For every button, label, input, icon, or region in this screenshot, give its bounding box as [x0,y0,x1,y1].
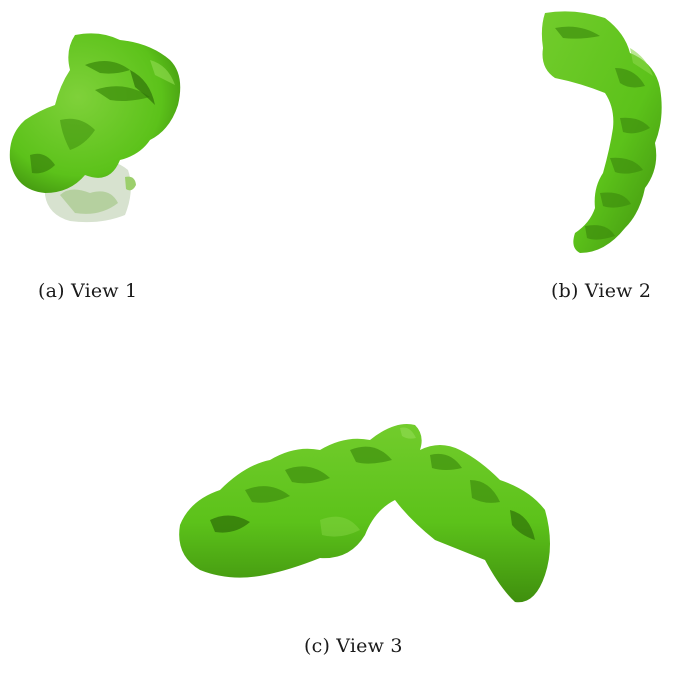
caption-view-3: (c) View 3 [304,635,403,657]
green-protein-surface-render-view-3 [179,424,550,603]
figure-panel-view-3 [170,410,570,615]
figure-panel-view-2 [535,8,676,260]
green-protein-surface-render-view-1 [9,33,181,223]
caption-view-1: (a) View 1 [38,280,138,302]
figure-panel-view-1 [0,25,200,230]
caption-view-2: (b) View 2 [551,280,652,302]
green-protein-surface-render-view-2 [541,11,662,254]
